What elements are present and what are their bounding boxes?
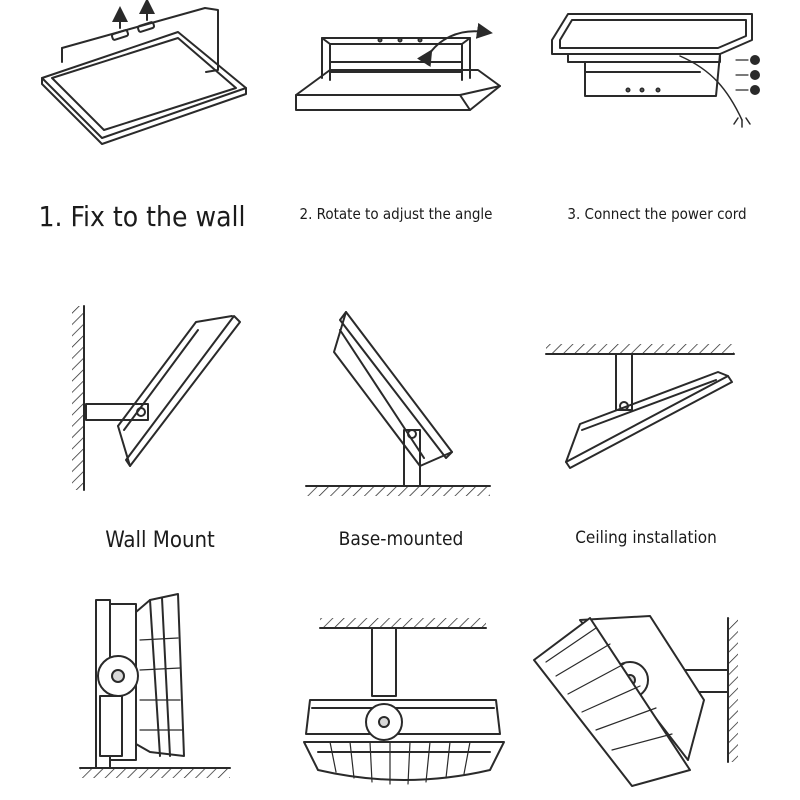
caption-rotate-angle: 2. Rotate to adjust the angle (299, 205, 493, 223)
wall-mount-illustration (72, 305, 241, 491)
caption-ceiling-installation: Ceiling installation (575, 528, 717, 548)
step3-connect-cord-illustration (551, 13, 760, 128)
ceiling-installation-illustration (545, 344, 735, 469)
step1-fix-to-wall-illustration (41, 0, 247, 145)
ufo-angled-wall-mount-illustration (533, 615, 738, 787)
caption-fix-to-wall: 1. Fix to the wall (38, 200, 246, 233)
caption-connect-cord: 3. Connect the power cord (567, 205, 747, 223)
ufo-wall-mount-illustration (79, 593, 231, 778)
base-mounted-illustration (305, 311, 491, 496)
caption-base-mounted: Base-mounted (338, 528, 464, 550)
ufo-pendant-illustration (303, 618, 505, 785)
caption-wall-mount: Wall Mount (105, 528, 215, 553)
step2-rotate-illustration (295, 22, 501, 111)
